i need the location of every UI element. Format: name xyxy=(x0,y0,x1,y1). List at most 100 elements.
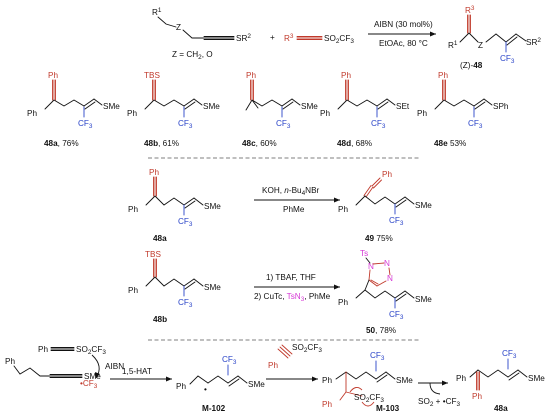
ph-left-label: Ph xyxy=(338,205,348,214)
elimination-arrow: SO2 + •CF3 xyxy=(418,380,461,408)
top-group-label: Ph xyxy=(48,71,58,80)
top-group-label: Ph xyxy=(438,71,448,80)
reagent-mech: Ph SO2CF3 AIBN •CF3 xyxy=(38,345,124,390)
ph-left-label: Ph xyxy=(27,109,37,118)
sulfur-group-label: SPh xyxy=(493,102,509,111)
cf3-label: CF3 xyxy=(222,355,237,366)
radical-dot: • xyxy=(204,385,207,394)
ph-left-label: Ph xyxy=(417,109,427,118)
intermediate-M-103: Ph SMe CF3 Ph SO2CF3 M-103 xyxy=(322,351,413,413)
general-reaction: R1 Z SR2 Z = CH2, O + R3 SO2CF3 AIBN (30… xyxy=(152,5,541,70)
sulfur-group-label: SMe xyxy=(203,102,220,111)
conditions-line-2: EtOAc, 80 °C xyxy=(379,39,428,48)
ts-label: Ts xyxy=(360,249,368,258)
cf3-label: CF3 xyxy=(276,119,291,130)
vinyl-ph-label: Ph xyxy=(322,400,332,409)
cf3-label: CF3 xyxy=(178,119,193,130)
mech-start-material: Ph SMe xyxy=(5,357,101,381)
reaction-arrow-1: AIBN (30 mol%) EtOAc, 80 °C xyxy=(368,20,436,48)
sme-label: SMe xyxy=(528,374,545,383)
cf3-label: CF3 xyxy=(178,217,193,228)
z-definition: Z = CH2, O xyxy=(172,50,213,61)
reaction-arrow-3: 1) TBAF, THF 2) CuTc, TsN3, PhMe xyxy=(254,273,340,303)
sme-label: SMe xyxy=(415,295,432,304)
ph-left-label: Ph xyxy=(320,109,330,118)
conditions-line-1: AIBN (30 mol%) xyxy=(374,20,433,29)
ph-left-label: Ph xyxy=(128,286,138,295)
reagent-alkynyl-triflone: R3 SO2CF3 xyxy=(284,33,354,45)
ph-left-label: Ph xyxy=(338,298,348,307)
ph-label: Ph xyxy=(268,361,278,370)
conditions-line-2: 2) CuTc, TsN3, PhMe xyxy=(254,292,331,303)
ph-label: Ph xyxy=(38,345,48,354)
ph-left-label: Ph xyxy=(128,205,138,214)
cf3-label: CF3 xyxy=(502,349,517,360)
product-label: 50, 78% xyxy=(366,326,396,335)
cf3-label: CF3 xyxy=(370,351,385,362)
tbs-label: TBS xyxy=(145,250,161,259)
product-cf3-label: CF3 xyxy=(500,54,515,65)
product-label: 48c, 60% xyxy=(242,139,277,148)
cf3-label: CF3 xyxy=(178,298,193,309)
aibn-label: AIBN xyxy=(105,362,124,371)
intermediate-label: M-102 xyxy=(202,404,226,413)
so2cf3-label: SO2CF3 xyxy=(354,393,384,404)
intermediate-label: M-103 xyxy=(376,404,400,413)
product-r1-label: R1 xyxy=(448,40,458,50)
transformation-allene: Ph Ph SMe CF3 48a KOH, n-Bu4NBr PhMe Ph … xyxy=(128,168,432,243)
product-label: (Z)-48 xyxy=(460,61,483,70)
ph-label: Ph xyxy=(5,357,15,366)
cf3-label: CF3 xyxy=(78,119,93,130)
transformation-triazole: TBS Ph SMe CF3 48b 1) TBAF, THF 2) CuTc,… xyxy=(128,249,432,335)
product-z-label: Z xyxy=(478,41,483,50)
sulfur-group-label: SMe xyxy=(301,102,318,111)
product-49: Ph Ph SMe CF3 49 75% xyxy=(338,170,432,243)
hat-arrow: 1,5-HAT xyxy=(110,367,172,382)
final-product-48a: Ph SMe CF3 Ph 48a xyxy=(456,349,545,413)
substrate-48a-mid: Ph Ph SMe CF3 48a xyxy=(128,168,221,243)
top-group-label: Ph xyxy=(246,71,256,80)
sme-label: SMe xyxy=(396,376,413,385)
so2cf3-label: SO2CF3 xyxy=(292,343,322,354)
top-group-label: Ph xyxy=(341,71,351,80)
addition-arrow: SO2CF3 Ph xyxy=(266,343,322,382)
top-group-label: TBS xyxy=(144,71,160,80)
intermediate-M-102: Ph • SMe CF3 M-102 xyxy=(176,355,265,413)
hat-label: 1,5-HAT xyxy=(122,367,152,376)
product-sr2-label: SR2 xyxy=(526,37,541,47)
ph-left-label: Ph xyxy=(127,109,137,118)
sulfur-group-label: SMe xyxy=(103,102,120,111)
loss-label: SO2 + •CF3 xyxy=(418,397,461,408)
cf3-label: CF3 xyxy=(389,310,404,321)
cf3-radical-label: •CF3 xyxy=(80,379,98,390)
sme-label: SMe xyxy=(84,372,101,381)
allene-ph-label: Ph xyxy=(382,170,392,179)
product-label: 48b, 61% xyxy=(144,139,179,148)
reaction-arrow-2: KOH, n-Bu4NBr PhMe xyxy=(254,186,340,214)
product-label: 48a, 76% xyxy=(44,139,79,148)
triazole-n3: N xyxy=(387,274,393,283)
sme-label: SMe xyxy=(415,201,432,210)
ph-bottom-label: Ph xyxy=(472,392,482,401)
so2cf3-label: SO2CF3 xyxy=(324,34,354,45)
product-48: R3 R1 Z SR2 CF3 (Z)-48 xyxy=(448,5,541,70)
product-label: 48e 53% xyxy=(434,139,466,148)
r1-label: R1 xyxy=(152,7,162,17)
conditions-line-2: PhMe xyxy=(283,205,305,214)
product-50: Ts N N N Ph SMe CF3 50, 78% xyxy=(338,249,432,335)
r3-label: R3 xyxy=(284,33,294,43)
product-label: 48d, 68% xyxy=(337,139,372,148)
reactant-alkynyl-sulfide: R1 Z SR2 Z = CH2, O xyxy=(152,7,251,61)
ph-label: Ph xyxy=(176,382,186,391)
sulfur-group-label: SEt xyxy=(396,102,410,111)
substrate-48b-mid: TBS Ph SMe CF3 48b xyxy=(128,250,221,324)
ph-top-label: Ph xyxy=(149,168,159,177)
sme-label: SMe xyxy=(248,380,265,389)
final-label: 48a xyxy=(494,404,508,413)
sme-label: SMe xyxy=(204,202,221,211)
